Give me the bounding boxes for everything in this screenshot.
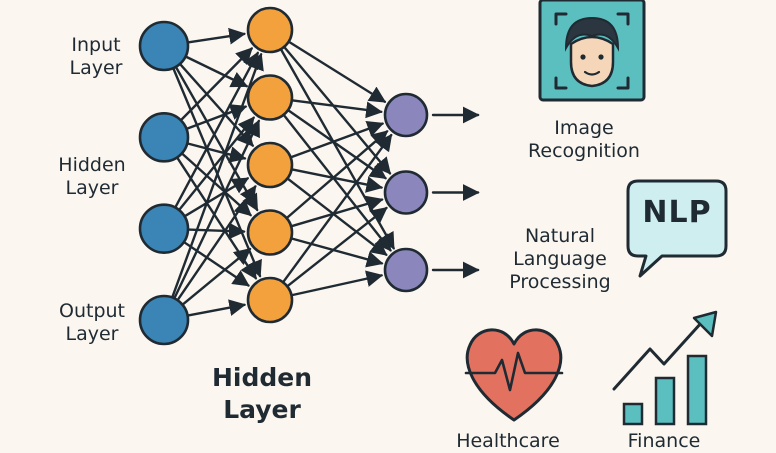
speech-bubble-icon <box>626 179 728 278</box>
connection-input-2-hidden-4 <box>180 152 252 217</box>
connection-input-4-hidden-2 <box>173 119 261 300</box>
healthcare-label: Healthcare <box>456 430 560 452</box>
connection-input-3-hidden-3 <box>183 177 250 218</box>
connection-hidden-2-output-3 <box>282 113 392 252</box>
connection-input-4-hidden-1 <box>171 52 264 299</box>
connection-input-4-hidden-5 <box>186 299 247 317</box>
output-node-3 <box>383 247 429 293</box>
connection-hidden-3-output-3 <box>286 177 388 256</box>
hidden-node-3 <box>246 141 294 189</box>
input-node-3 <box>138 203 190 254</box>
input-node-2 <box>138 112 190 163</box>
connection-hidden-1-output-1 <box>287 40 387 103</box>
output-node-2 <box>383 170 429 215</box>
connection-input-2-hidden-3 <box>186 142 247 163</box>
connection-hidden-5-output-1 <box>281 133 393 284</box>
connection-input-3-hidden-1 <box>174 51 259 209</box>
connection-hidden-5-output-3 <box>290 270 384 297</box>
connection-hidden-5-output-2 <box>286 206 388 288</box>
connection-hidden-2-output-1 <box>290 99 383 119</box>
output-node-1 <box>383 92 429 138</box>
connection-input-3-hidden-2 <box>177 116 255 212</box>
hidden-node-4 <box>246 209 294 256</box>
connection-input-2-hidden-2 <box>185 104 248 131</box>
input-node-4 <box>138 294 190 346</box>
neurons <box>138 6 429 346</box>
connection-input-1-hidden-2 <box>184 55 249 88</box>
hidden-node-2 <box>246 74 294 121</box>
hidden-node-5 <box>246 276 294 324</box>
hidden-node-1 <box>246 6 294 54</box>
connection-hidden-1-output-2 <box>282 45 392 175</box>
bar-chart-growth-icon <box>612 310 718 426</box>
heart-pulse-icon <box>464 328 564 422</box>
connection-input-4-hidden-3 <box>176 185 257 302</box>
connection-hidden-4-output-3 <box>290 237 384 268</box>
face-recognition-icon <box>538 0 646 102</box>
input-node-1 <box>138 20 190 72</box>
connection-hidden-4-output-1 <box>285 130 389 220</box>
connection-hidden-3-output-2 <box>290 168 384 193</box>
connection-input-1-hidden-5 <box>172 66 262 278</box>
connection-input-1-hidden-1 <box>186 27 246 45</box>
finance-label: Finance <box>627 430 701 452</box>
connection-hidden-4-output-2 <box>289 195 384 228</box>
connection-hidden-3-output-1 <box>289 120 385 159</box>
connections <box>171 27 480 317</box>
nlp-badge-text: NLP <box>642 195 712 230</box>
connection-input-2-hidden-1 <box>179 47 253 122</box>
connection-input-4-hidden-4 <box>181 247 252 306</box>
connection-input-3-hidden-5 <box>182 240 250 287</box>
